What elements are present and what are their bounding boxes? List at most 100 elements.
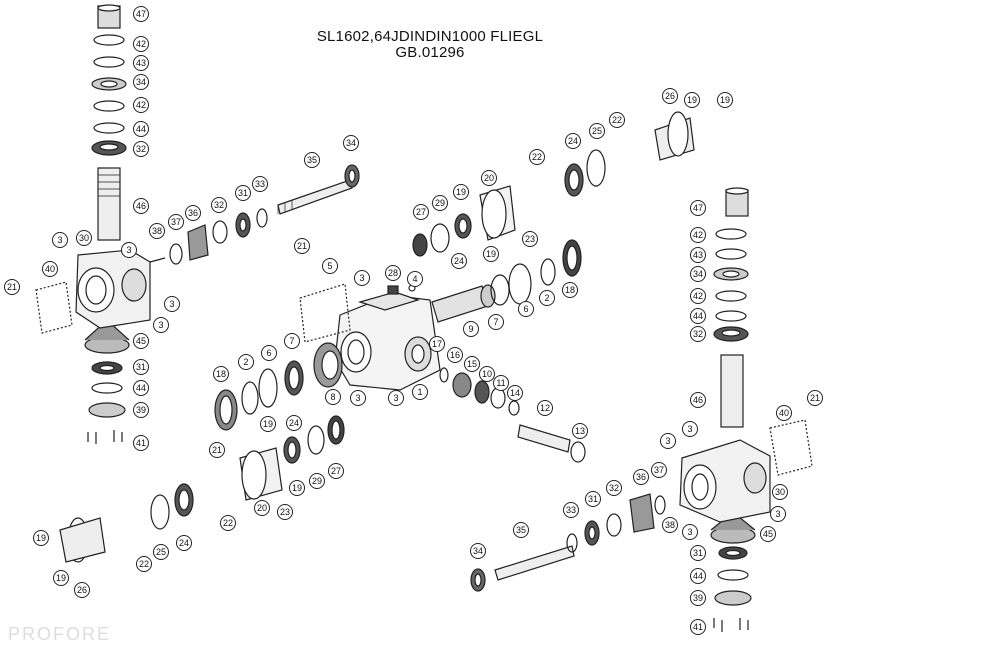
callout-circle [185,205,201,221]
callout-circle [133,97,149,113]
callout-23: 23 [522,231,538,247]
callout-label: 23 [280,507,290,517]
callout-45: 45 [133,333,149,349]
callout-24: 24 [565,133,581,149]
callout-24: 24 [176,535,192,551]
callout-circle [717,92,733,108]
callout-label: 36 [636,472,646,482]
callout-label: 6 [523,304,528,314]
callout-34: 34 [133,74,149,90]
callout-label: 11 [496,378,505,388]
callout-circle [284,333,300,349]
callout-circle [562,282,578,298]
callout-22: 22 [529,149,545,165]
callout-31: 31 [585,491,601,507]
callout-circle [537,400,553,416]
callout-16: 16 [447,347,463,363]
callout-label: 42 [693,230,703,240]
callout-label: 32 [136,144,146,154]
callout-20: 20 [254,500,270,516]
callout-23: 23 [277,504,293,520]
callout-circle [350,390,366,406]
callout-38: 38 [662,517,678,533]
callout-24: 24 [451,253,467,269]
callout-circle [211,197,227,213]
callout-39: 39 [133,402,149,418]
callout-circle [572,423,588,439]
callout-circle [277,504,293,520]
callout-label: 4 [412,274,417,284]
callout-label: 47 [693,203,703,213]
callout-31: 31 [690,545,706,561]
callout-label: 31 [588,494,598,504]
callout-label: 19 [56,573,66,583]
callout-41: 41 [133,435,149,451]
callout-circle [133,359,149,375]
callout-circle [479,366,495,382]
callout-circle [772,484,788,500]
callout-label: 19 [687,95,697,105]
callout-33: 33 [563,502,579,518]
callout-circle [209,442,225,458]
callout-circle [133,36,149,52]
callout-43: 43 [690,247,706,263]
callout-circle [432,195,448,211]
callout-label: 3 [57,235,62,245]
callout-circle [662,88,678,104]
callout-circle [690,227,706,243]
top-right-flange-group [412,111,695,257]
callout-label: 37 [654,465,664,475]
callout-circle [522,231,538,247]
callout-circle [33,530,49,546]
callout-circle [513,522,529,538]
callout-circle [136,556,152,572]
callout-21: 21 [209,442,225,458]
callout-label: 34 [473,546,483,556]
center-output-shaft [431,239,582,323]
callout-circle [121,242,137,258]
callout-label: 16 [450,350,460,360]
callout-3: 3 [770,506,786,522]
callout-label: 9 [468,324,473,334]
callout-label: 20 [484,173,494,183]
callout-3: 3 [153,317,169,333]
right-gear-housing [679,419,813,523]
callout-circle [606,480,622,496]
callout-label: 42 [693,291,703,301]
callout-label: 40 [779,408,789,418]
callout-39: 39 [690,590,706,606]
callout-circle [690,247,706,263]
callout-label: 3 [687,527,692,537]
callout-circle [168,214,184,230]
callout-label: 42 [136,100,146,110]
callout-34: 34 [690,266,706,282]
callout-label: 44 [693,311,703,321]
callout-circle [690,288,706,304]
callout-7: 7 [488,314,504,330]
callout-circle [4,279,20,295]
callout-3: 3 [52,232,68,248]
callout-circle [52,232,68,248]
callout-circle [133,435,149,451]
callout-circle [609,112,625,128]
callout-circle [429,336,445,352]
callout-circle [684,92,700,108]
callout-label: 44 [136,124,146,134]
callout-circle [153,317,169,333]
callout-label: 39 [693,593,703,603]
callout-label: 46 [136,201,146,211]
callout-34: 34 [470,543,486,559]
callout-circle [388,390,404,406]
callout-label: 10 [482,369,492,379]
callout-label: 2 [544,293,549,303]
callout-label: 2 [243,357,248,367]
callout-15: 15 [464,356,480,372]
callout-circle [354,270,370,286]
callout-label: 7 [493,317,498,327]
callout-37: 37 [651,462,667,478]
callout-label: 14 [510,388,520,398]
callout-30: 30 [76,230,92,246]
callout-32: 32 [133,141,149,157]
callout-circle [453,184,469,200]
callout-label: 33 [566,505,576,515]
